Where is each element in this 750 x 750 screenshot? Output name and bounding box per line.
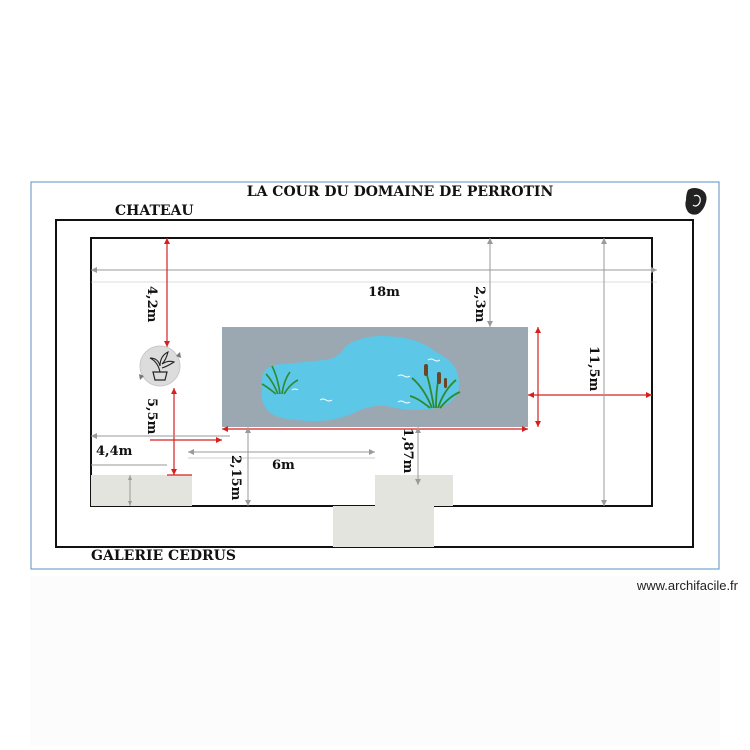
dim-2-15m-label: 2,15m [228,455,243,501]
dim-18m-label: 18m [368,285,400,300]
dimension-6m [188,449,375,459]
dimension-1-87m [415,427,421,485]
reeds-icon [261,365,299,395]
dimension-18m [91,267,657,283]
dimension-pond-height [535,327,541,427]
credit-text: www.archifacile.fr [636,578,738,593]
dimension-11-5m [601,238,607,506]
planter-right [375,475,453,506]
reeds-icon [409,364,461,409]
dim-11-5m-label: 11,5m [586,346,601,392]
dim-6m-label: 6m [272,458,295,473]
potted-plant-icon [139,345,181,387]
dim-4-4m-label: 4,4m [96,444,133,459]
pond-water [262,336,460,421]
dimension-pond-width [222,426,528,432]
galerie-label: GALERIE CEDRUS [91,548,236,564]
dim-5-5m-label: 5,5m [144,398,159,435]
brand-logo-icon [685,188,707,215]
dim-4-2m-label: 4,2m [144,286,159,323]
dimension-2-15m [245,427,251,506]
planter-left [91,475,192,506]
empty-area [30,576,720,746]
ripples [291,358,441,404]
dimension-4-2m [164,238,170,347]
chateau-label: CHATEAU [115,203,194,219]
entrance-block [333,506,434,547]
dimension-4-4m [91,433,230,466]
plan-title: LA COUR DU DOMAINE DE PERROTIN [247,184,554,200]
dim-2-3m-label: 2,3m [472,286,487,323]
dim-1-87m-label: 1,87m [400,428,415,474]
dimension-5-5m [167,388,192,476]
dimension-pond-right [528,392,652,398]
dimension-planter [128,475,132,506]
dimension-2-3m [487,238,493,327]
